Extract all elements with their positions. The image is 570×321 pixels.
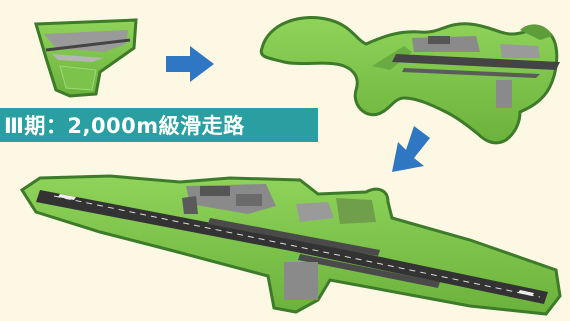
- stage-3-airport-map: [19, 174, 562, 316]
- caption-text: Ⅲ期：2,000m級滑走路: [4, 114, 245, 138]
- arrow-down-left-icon: [392, 126, 430, 172]
- caption-band: Ⅲ期：2,000m級滑走路: [0, 108, 318, 142]
- stage-1-airport-map: [34, 18, 138, 98]
- stage-2-airport-map: [259, 16, 560, 145]
- arrow-right-icon: [166, 46, 214, 82]
